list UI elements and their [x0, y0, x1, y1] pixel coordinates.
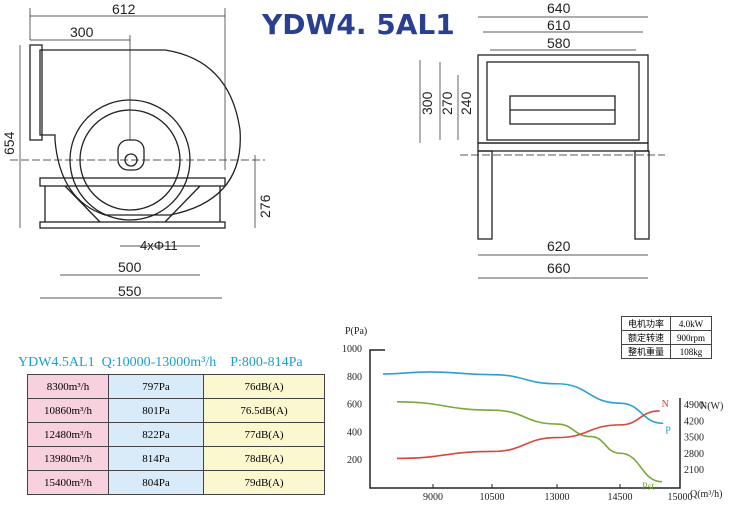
spec-flow: Q:10000-13000m³/h — [101, 355, 217, 370]
dim-500: 500 — [118, 259, 142, 275]
motor-label: 整机重量 — [620, 344, 672, 359]
noise-cell: 76dB(A) — [203, 374, 325, 399]
pressure-cell: 822Pa — [108, 422, 204, 447]
x-axis-label: Q(m³/h) — [690, 489, 722, 500]
y2-axis-label: N(W) — [700, 401, 723, 412]
flow-cell: 10860m³/h — [27, 398, 109, 423]
flow-cell: 13980m³/h — [27, 446, 109, 471]
y-tick-label: 1000 — [342, 344, 362, 355]
series-label: N — [662, 399, 669, 410]
dim-660: 660 — [547, 260, 571, 276]
dimension-drawings: 612 300 654 276 4xΦ11 500 550 640 610 58… — [1, 0, 665, 299]
y-tick-label: 800 — [347, 372, 362, 383]
series-n-line — [397, 410, 660, 460]
front-view-drawing — [419, 16, 665, 279]
dim-580: 580 — [547, 35, 571, 51]
dim-654: 654 — [1, 131, 17, 155]
chart-axes — [369, 349, 681, 489]
y2-tick-label: 4900 — [684, 400, 704, 411]
pressure-cell: 804Pa — [108, 470, 204, 495]
series-pst-line — [397, 401, 663, 483]
spec-line: YDW4.5AL1 Q:10000-13000m³/h P:800-814Pa — [18, 355, 303, 371]
noise-cell: 76.5dB(A) — [203, 398, 325, 423]
x-tick-label: 14500 — [608, 492, 633, 503]
dim-300v: 300 — [419, 91, 435, 115]
y-tick-label: 200 — [347, 455, 362, 466]
flow-cell: 15400m³/h — [27, 470, 109, 495]
dim-550: 550 — [118, 283, 142, 299]
dim-640: 640 — [547, 0, 571, 16]
y2-tick-label: 3500 — [684, 433, 704, 444]
flow-cell: 8300m³/h — [27, 374, 109, 399]
dim-610: 610 — [547, 17, 571, 33]
noise-cell: 77dB(A) — [203, 422, 325, 447]
side-view-drawing — [10, 8, 665, 299]
x-tick-label: 15000 — [668, 492, 693, 503]
x-tick-label: 9000 — [423, 492, 443, 503]
y-tick-label: 400 — [347, 427, 362, 438]
series-label: Pst — [642, 482, 654, 493]
series-p-line — [383, 371, 664, 425]
y-axis-label: P(Pa) — [345, 326, 367, 337]
dim-300: 300 — [70, 24, 94, 40]
x-tick-label: 13000 — [545, 492, 570, 503]
dim-270: 270 — [439, 91, 455, 115]
pressure-cell: 814Pa — [108, 446, 204, 471]
spec-model: YDW4.5AL1 — [18, 355, 95, 370]
x-tick-label: 10500 — [480, 492, 505, 503]
motor-value: 108kg — [670, 344, 713, 359]
y-tick-label: 600 — [347, 400, 362, 411]
noise-cell: 78dB(A) — [203, 446, 325, 471]
dim-620: 620 — [547, 238, 571, 254]
model-title: YDW4. 5AL1 — [262, 8, 455, 41]
spec-pressure: P:800-814Pa — [230, 355, 303, 370]
y2-tick-label: 2800 — [684, 449, 704, 460]
dim-612: 612 — [112, 1, 136, 17]
pressure-cell: 801Pa — [108, 398, 204, 423]
series-label: P — [665, 425, 671, 436]
y2-tick-label: 4200 — [684, 416, 704, 427]
noise-cell: 79dB(A) — [203, 470, 325, 495]
dim-276: 276 — [257, 194, 273, 218]
y2-tick-label: 2100 — [684, 465, 704, 476]
dim-240: 240 — [458, 91, 474, 115]
dim-holes: 4xΦ11 — [140, 238, 178, 253]
